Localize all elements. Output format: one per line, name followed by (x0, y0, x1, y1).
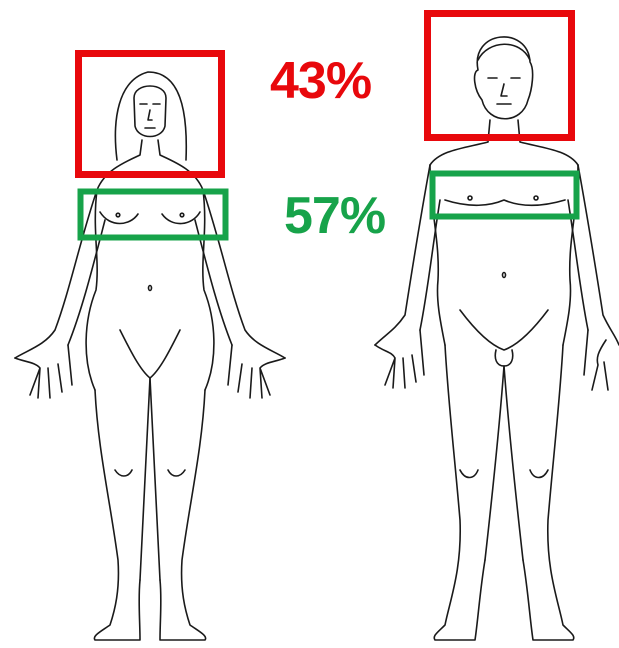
female-figure (15, 72, 285, 640)
male-figure (375, 37, 619, 640)
male-chest-highlight-box (433, 174, 577, 217)
female-hair (115, 72, 186, 160)
chest-percentage-label: 57% (284, 190, 385, 242)
male-head (475, 37, 533, 119)
head-percentage-label: 43% (270, 55, 371, 107)
